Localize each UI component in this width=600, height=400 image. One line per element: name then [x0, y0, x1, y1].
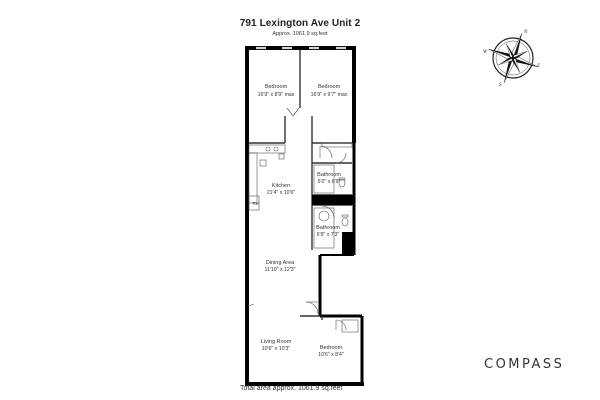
room-dims-dining-area: 11'10" x 12'3"	[265, 267, 296, 273]
room-dims-bedroom-1: 16'9" x 8'9" max	[258, 92, 295, 98]
compass-south-label: S	[499, 83, 502, 88]
room-dims-living-room: 10'6" x 10'3"	[262, 346, 291, 352]
room-name-kitchen: Kitchen	[272, 183, 290, 189]
window-lines	[256, 46, 346, 50]
room-name-bedroom-2: Bedroom	[318, 84, 341, 90]
room-dims-bathroom-2: 6'9" x 7'3"	[317, 232, 340, 238]
room-name-bedroom-3: Bedroom	[320, 345, 343, 351]
compass-east-label: E	[536, 64, 540, 69]
room-dims-bedroom-2: 16'9" x 9'7" max	[311, 92, 348, 98]
room-name-living-room: Living Room	[261, 339, 292, 345]
room-dims-bathroom-1: 5'0" x 6'9"	[318, 179, 341, 185]
room-name-bathroom-1: Bathroom	[317, 172, 341, 178]
floorplan-subtitle: Approx. 1061.9 sq.feet	[272, 31, 328, 37]
compass-north-label: N	[523, 30, 528, 35]
floorplan-title: 791 Lexington Ave Unit 2	[239, 18, 361, 29]
interior-walls	[249, 50, 352, 320]
room-name-bathroom-2: Bathroom	[316, 225, 340, 231]
bathroom-fixtures	[313, 164, 349, 249]
shaft-block	[312, 195, 354, 205]
room-name-bedroom-1: Bedroom	[265, 84, 288, 90]
compass-rose-icon: N S E W	[483, 30, 540, 88]
fridge-label: Ref	[252, 201, 260, 206]
room-dims-kitchen: 21'4" x 10'6"	[267, 190, 296, 196]
closets	[321, 142, 359, 333]
bathroom-wall-block	[342, 232, 354, 256]
doors	[247, 107, 347, 331]
kitchen-counters	[248, 144, 286, 211]
total-area-label: Total area approx. 1061.9 sq.feet	[240, 385, 343, 392]
exterior-walls	[245, 46, 364, 386]
room-dims-bedroom-3: 10'6" x 8'4"	[318, 352, 344, 358]
compass-logo: COMPASS	[484, 357, 565, 372]
room-name-dining-area: Dining Area	[266, 260, 295, 266]
compass-west-label: W	[483, 50, 488, 55]
